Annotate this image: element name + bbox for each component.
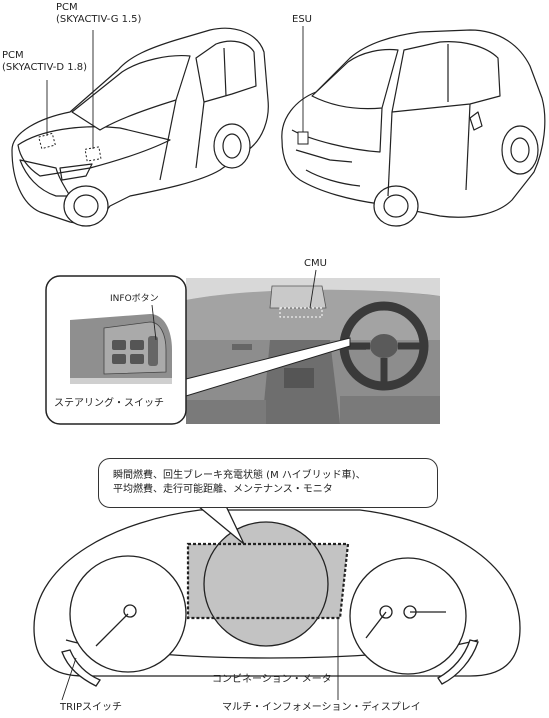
trip-switch-leader-line: [61, 657, 77, 701]
callout-box: 瞬間燃費、回生ブレーキ充電状態 (M ハイブリッド車)、 平均燃費、走行可能距離…: [98, 458, 438, 508]
cmu-location-box: [279, 307, 323, 318]
car-front-view: [11, 27, 269, 227]
combination-meter-label: コンビネーション・メータ: [212, 674, 332, 685]
cmu-leader-line: [309, 269, 317, 309]
center-dial: [203, 521, 329, 647]
info-button-leader-line: [151, 304, 157, 341]
callout-text: 瞬間燃費、回生ブレーキ充電状態 (M ハイブリッド車)、 平均燃費、走行可能距離…: [113, 469, 366, 497]
cmu-label: CMU: [304, 258, 327, 269]
pcm-g-label-line1: PCM: [56, 2, 78, 13]
pcm-d-label: PCM (SKYACTIV-D 1.8): [2, 50, 87, 74]
pcm-d-location-box: [38, 132, 56, 150]
esu-label: ESU: [292, 14, 312, 25]
info-button-label: INFOボタン: [110, 294, 159, 304]
pcm-g-location-box: [84, 146, 102, 162]
pcm-d-label-line2: (SKYACTIV-D 1.8): [2, 62, 88, 73]
steering-switch-label: ステアリング・スイッチ: [54, 398, 164, 409]
callout-line1: 瞬間燃費、回生ブレーキ充電状態 (M ハイブリッド車)、: [113, 470, 366, 481]
steering-switch-inset: [45, 275, 187, 425]
pcm-d-label-line1: PCM: [2, 50, 24, 61]
pcm-g-label: PCM (SKYACTIV-G 1.5): [56, 2, 141, 26]
trip-switch-label: TRIPスイッチ: [60, 702, 123, 713]
interior-photo: [186, 278, 440, 424]
esu-location-box: [297, 131, 309, 145]
pcm-g-label-line2: (SKYACTIV-G 1.5): [56, 14, 142, 25]
multi-info-display-label: マルチ・インフォメーション・ディスプレイ: [222, 702, 421, 713]
multi-info-display-outline: [186, 542, 350, 620]
callout-line2: 平均燃費、走行可能距離、メンテナンス・モニタ: [113, 484, 333, 495]
car-rear-view: [281, 29, 546, 227]
